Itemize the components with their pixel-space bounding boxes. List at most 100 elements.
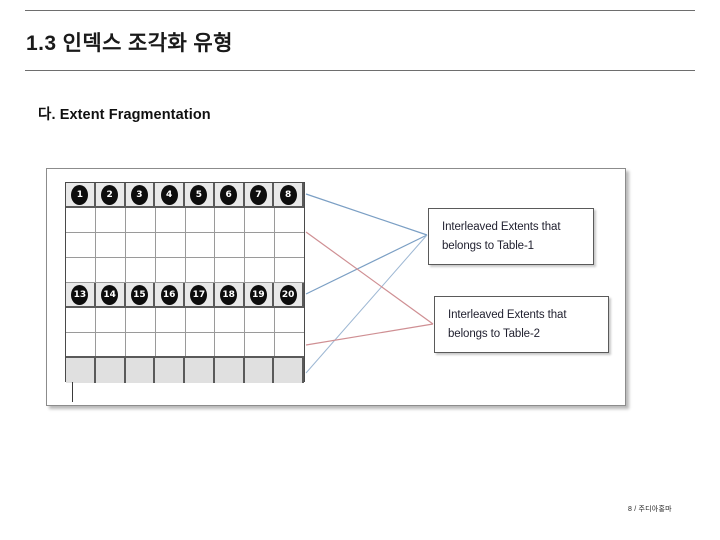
extent-cell [155, 358, 185, 383]
extent-cell [186, 208, 216, 232]
label-line-2: belongs to Table-1 [442, 240, 534, 252]
label-box-table-1: Interleaved Extents that belongs to Tabl… [428, 208, 594, 265]
extent-cell [215, 233, 246, 257]
extent-row [66, 208, 304, 233]
extent-cell [126, 233, 156, 257]
extent-number-badge: 13 [71, 284, 89, 305]
extent-cell [126, 258, 156, 282]
extent-cell [96, 358, 126, 383]
extent-number-badge: 6 [220, 184, 238, 205]
extent-cell [245, 258, 276, 282]
extent-cell: 7 [245, 183, 275, 206]
extent-row: 13 14 15 16 17 18 19 20 [66, 283, 304, 308]
extent-row [66, 333, 304, 358]
extent-cell [215, 308, 246, 332]
extent-cell [245, 308, 276, 332]
extent-cell [156, 333, 186, 356]
extent-cell [96, 308, 126, 332]
extent-cell: 2 [96, 183, 126, 206]
extent-cell [96, 233, 126, 257]
extent-cell [66, 258, 96, 282]
extent-number-badge: 18 [220, 284, 238, 305]
extent-cell: 5 [185, 183, 215, 206]
extent-cell [126, 358, 156, 383]
extent-cell [66, 233, 96, 257]
extent-cell [275, 333, 304, 356]
extent-number-badge: 14 [101, 284, 119, 305]
extent-cell [215, 258, 246, 282]
extent-cell [275, 233, 304, 257]
extent-number-badge: 19 [249, 284, 267, 305]
extent-cell: 4 [155, 183, 185, 206]
extent-number-badge: 16 [160, 284, 178, 305]
extent-cell [96, 208, 126, 232]
extent-cell [245, 208, 276, 232]
extent-cell [186, 333, 216, 356]
extent-cell: 19 [245, 283, 275, 306]
extent-cell [96, 258, 126, 282]
extent-cell: 14 [96, 283, 126, 306]
grid-leg [72, 382, 73, 402]
extent-cell: 20 [274, 283, 304, 306]
extent-cell [186, 233, 216, 257]
header-rule-top [25, 10, 695, 11]
extent-number-badge: 20 [279, 284, 297, 305]
extent-cell [156, 308, 186, 332]
label-line-2: belongs to Table-2 [448, 328, 540, 340]
extent-cell [215, 358, 245, 383]
extent-row [66, 308, 304, 333]
extent-cell [156, 258, 186, 282]
extent-number-badge: 4 [160, 184, 178, 205]
extent-cell [245, 233, 276, 257]
extent-number-badge: 5 [190, 184, 208, 205]
extent-cell [275, 308, 304, 332]
footer-page-info: 8 / 주디아홍마 [628, 506, 672, 513]
extent-cell [66, 333, 96, 356]
extent-cell: 6 [215, 183, 245, 206]
extent-cell: 17 [185, 283, 215, 306]
extent-cell [66, 308, 96, 332]
extent-number-badge: 15 [130, 284, 148, 305]
extent-number-badge: 17 [190, 284, 208, 305]
extent-cell [66, 358, 96, 383]
extent-row [66, 233, 304, 258]
header-rule-bottom [25, 70, 695, 71]
label-box-table-2: Interleaved Extents that belongs to Tabl… [434, 296, 609, 353]
extent-cell: 3 [126, 183, 156, 206]
extent-cell [215, 333, 246, 356]
extent-cell [126, 308, 156, 332]
extent-cell [126, 333, 156, 356]
extent-number-badge: 3 [130, 184, 148, 205]
section-subtitle: 다. Extent Fragmentation [38, 107, 211, 123]
label-line-1: Interleaved Extents that [442, 221, 561, 233]
extent-number-badge: 1 [71, 184, 89, 205]
extent-cell [126, 208, 156, 232]
extent-row [66, 358, 304, 383]
extent-cell [274, 358, 304, 383]
extent-cell [186, 258, 216, 282]
extent-cell [156, 208, 186, 232]
label-line-1: Interleaved Extents that [448, 309, 567, 321]
extent-cell [245, 333, 276, 356]
extent-cell [275, 258, 304, 282]
extent-cell: 13 [66, 283, 96, 306]
extent-cell: 15 [126, 283, 156, 306]
extent-cell: 1 [66, 183, 96, 206]
extent-cell: 8 [274, 183, 304, 206]
extent-number-badge: 7 [249, 184, 267, 205]
extent-cell: 16 [155, 283, 185, 306]
extent-cell [186, 308, 216, 332]
extent-number-badge: 8 [279, 184, 297, 205]
extent-number-badge: 2 [101, 184, 119, 205]
extent-cell [275, 208, 304, 232]
extent-cell: 18 [215, 283, 245, 306]
extent-cell [215, 208, 246, 232]
page-title: 1.3 인덱스 조각화 유형 [26, 32, 233, 55]
extent-cell [245, 358, 275, 383]
extent-cell [96, 333, 126, 356]
extent-row [66, 258, 304, 283]
extent-cell [66, 208, 96, 232]
